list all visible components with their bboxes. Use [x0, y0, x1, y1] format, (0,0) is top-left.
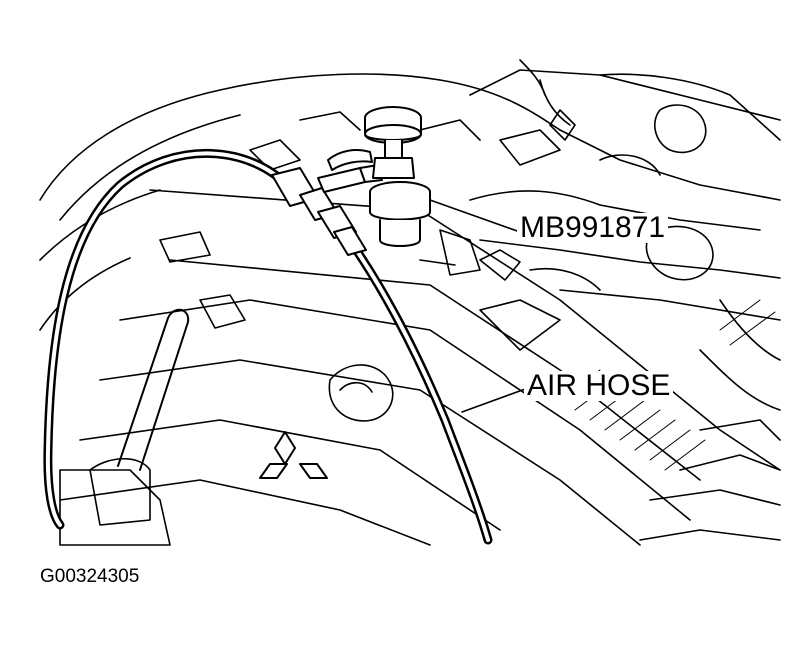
leader-lines — [429, 199, 529, 413]
figure-id: G00324305 — [40, 566, 140, 587]
tool-number-label: MB991871 — [517, 213, 669, 243]
hose-couplers — [271, 164, 383, 256]
support-rod — [117, 308, 190, 471]
brand-emblem — [259, 431, 328, 479]
air-hose-label: AIR HOSE — [524, 371, 674, 401]
air-hose-lower — [350, 243, 493, 545]
pressure-gauge-tool — [327, 106, 431, 247]
air-hose-loop — [43, 148, 295, 530]
